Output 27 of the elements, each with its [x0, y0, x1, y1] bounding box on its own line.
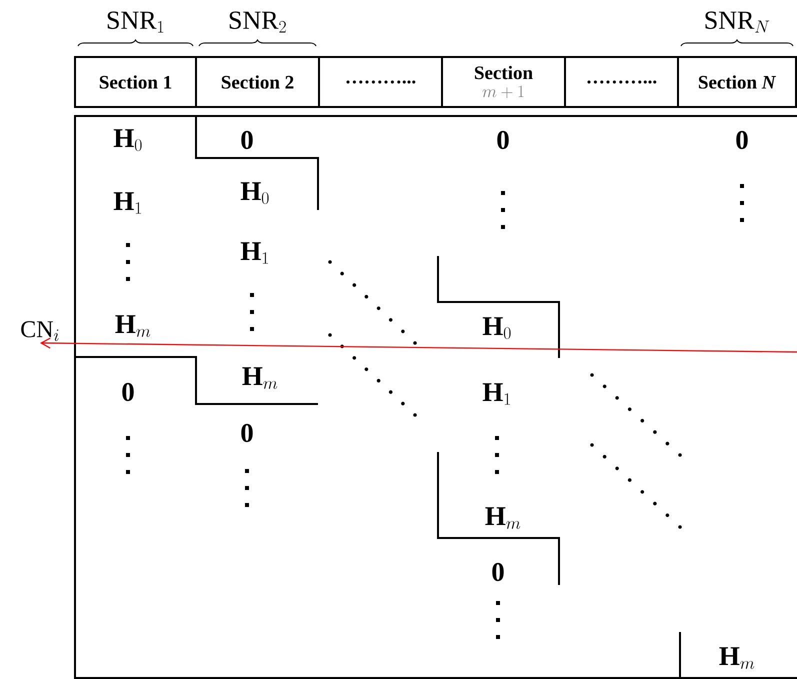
matrix-entry: $\mathbf{0}$	[241, 130, 253, 150]
section-box: Section $m+1$	[441, 56, 566, 108]
matrix-entry: $\mathbf{H}_1$	[240, 242, 268, 264]
matrix-entry: $\mathbf{H}_m$	[242, 367, 278, 389]
matrix-entry: $\mathbf{0}$	[122, 382, 134, 402]
arrow	[40, 338, 797, 353]
matrix-entry: $\mathbf{H}_0$	[240, 182, 269, 204]
matrix-entry: $\mathbf{0}$	[492, 562, 504, 582]
section-box: ………...	[564, 56, 679, 108]
snr-label: $\mathrm{SNR}_N$	[706, 12, 770, 32]
matrix-entry: $\mathbf{H}_1$	[114, 192, 141, 214]
snr-label: $\mathrm{SNR}_2$	[230, 12, 286, 32]
snr-label: $\mathrm{SNR}_1$	[108, 12, 164, 32]
row-label: $\mathrm{CN}_i$	[21, 321, 58, 341]
matrix-entry: $\mathbf{H}_0$	[482, 317, 511, 339]
section-box: Section 1	[74, 56, 197, 108]
matrix-entry: $\mathbf{H}_0$	[114, 129, 142, 151]
matrix-entry: $\mathbf{H}_m$	[115, 315, 150, 337]
matrix-entry: $\mathbf{H}_1$	[482, 383, 510, 405]
section-box: Section 2	[195, 56, 320, 108]
matrix-entry: $\mathbf{H}_m$	[719, 647, 754, 669]
section-box: Section N	[677, 56, 797, 108]
matrix-entry: $\mathbf{0}$	[241, 424, 253, 442]
matrix-entry: $\mathbf{0}$	[736, 130, 748, 150]
matrix-entry: $\mathbf{H}_m$	[485, 507, 520, 529]
section-box: ………...	[318, 56, 443, 108]
matrix-entry: $\mathbf{0}$	[497, 130, 509, 150]
